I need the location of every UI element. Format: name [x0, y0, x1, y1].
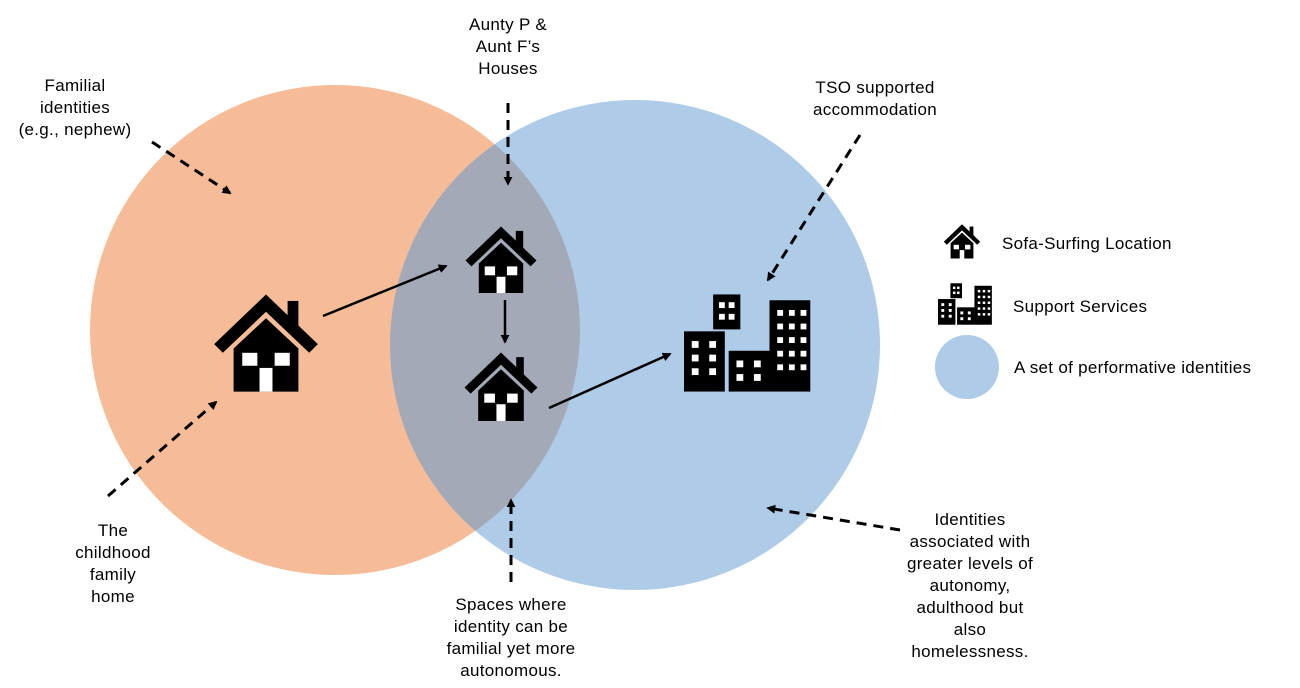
- arrow-aunt-to-services: [548, 352, 672, 410]
- legend-house-icon: [943, 224, 981, 259]
- overlap-spaces-label: Spaces where identity can be familial ye…: [446, 595, 576, 680]
- autonomy-identities-label: Identities associated with greater level…: [906, 510, 1034, 661]
- pointer-familial-identities: [151, 140, 232, 195]
- pointer-tso: [766, 134, 862, 282]
- aunt-houses-label: Aunty P & Aunt F’s Houses: [469, 15, 547, 78]
- legend-buildings-icon: [938, 283, 992, 325]
- legend-identity-set-label: A set of performative identities: [1014, 358, 1252, 377]
- familial-identities-label: Familial identities (e.g., nephew): [18, 76, 132, 139]
- legend-sofa-surfing-label: Sofa-Surfing Location: [1002, 234, 1172, 253]
- tso-accommodation-label: TSO supported accommodation: [813, 78, 937, 119]
- overlap-region: [390, 100, 580, 575]
- pointer-childhood-home: [107, 400, 218, 498]
- childhood-home-label: The childhood family home: [75, 521, 151, 606]
- pointer-autonomy-identities: [766, 504, 901, 532]
- legend-blue-circle-icon: [935, 335, 999, 399]
- arrow-home-to-aunty: [322, 264, 448, 318]
- legend-support-services-label: Support Services: [1013, 297, 1148, 316]
